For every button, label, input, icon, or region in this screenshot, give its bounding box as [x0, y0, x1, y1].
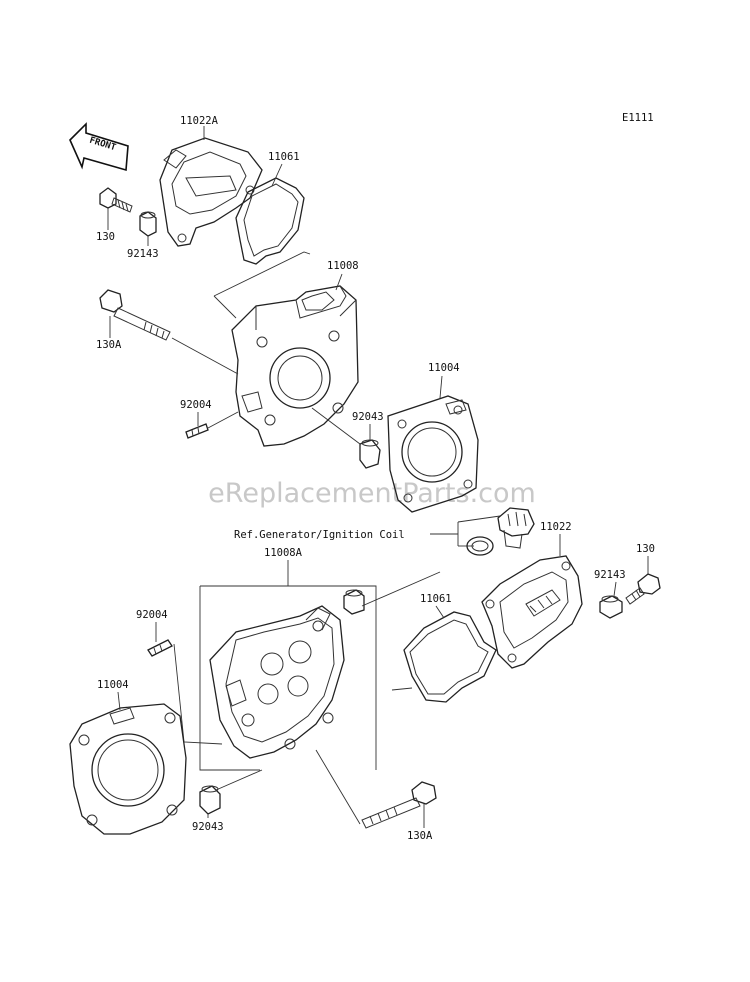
callout-11008a: 11008A	[264, 547, 303, 559]
callout-92143-front: 92143	[594, 569, 626, 581]
oil-filler-cap	[497, 507, 535, 549]
o-ring	[466, 536, 494, 556]
front-head-bracket	[199, 585, 377, 771]
callout-11061-rear: 11061	[268, 151, 300, 163]
callout-130a-rear: 130A	[96, 339, 122, 351]
callout-11061-front: 11061	[420, 593, 452, 605]
rear-cover-bolt	[99, 187, 133, 213]
front-head-dowel	[199, 785, 221, 815]
callout-11022a: 11022A	[180, 115, 219, 127]
callout-130a-front: 130A	[407, 830, 433, 842]
rear-head-bolt	[99, 289, 171, 341]
front-head-gasket	[69, 703, 187, 835]
rear-head-dowel	[359, 439, 381, 469]
front-head-top-dowel	[343, 589, 365, 615]
callout-130-front: 130	[636, 543, 655, 555]
front-cover-dowel	[599, 595, 623, 619]
front-head-bolt	[361, 781, 437, 829]
front-stud	[147, 639, 173, 657]
rear-cover-gasket	[235, 177, 305, 265]
diagram-code: E1111	[622, 112, 654, 124]
watermark-text: eReplacementParts.com	[208, 478, 536, 509]
front-cover-gasket	[403, 611, 497, 703]
rear-stud	[185, 423, 209, 439]
rear-head-gasket	[387, 395, 479, 513]
front-cover-bolt	[625, 573, 661, 605]
callout-92004-front: 92004	[136, 609, 168, 621]
callout-92143-rear: 92143	[127, 248, 159, 260]
front-arrow-icon: FRONT	[69, 122, 129, 172]
front-cylinder-head	[209, 605, 345, 759]
rear-cylinder-head	[231, 285, 359, 447]
callout-11022: 11022	[540, 521, 572, 533]
callout-92043-front: 92043	[192, 821, 224, 833]
callout-11004-rear: 11004	[428, 362, 460, 374]
callout-92043-rear: 92043	[352, 411, 384, 423]
callout-130-rear: 130	[96, 231, 115, 243]
callout-11004-front: 11004	[97, 679, 129, 691]
rear-head-cover	[159, 137, 263, 247]
callout-11008: 11008	[327, 260, 359, 272]
front-head-cover	[481, 555, 583, 669]
rear-cover-dowel	[139, 211, 157, 237]
ref-generator-note: Ref.Generator/Ignition Coil	[234, 529, 405, 541]
callout-92004-rear: 92004	[180, 399, 212, 411]
